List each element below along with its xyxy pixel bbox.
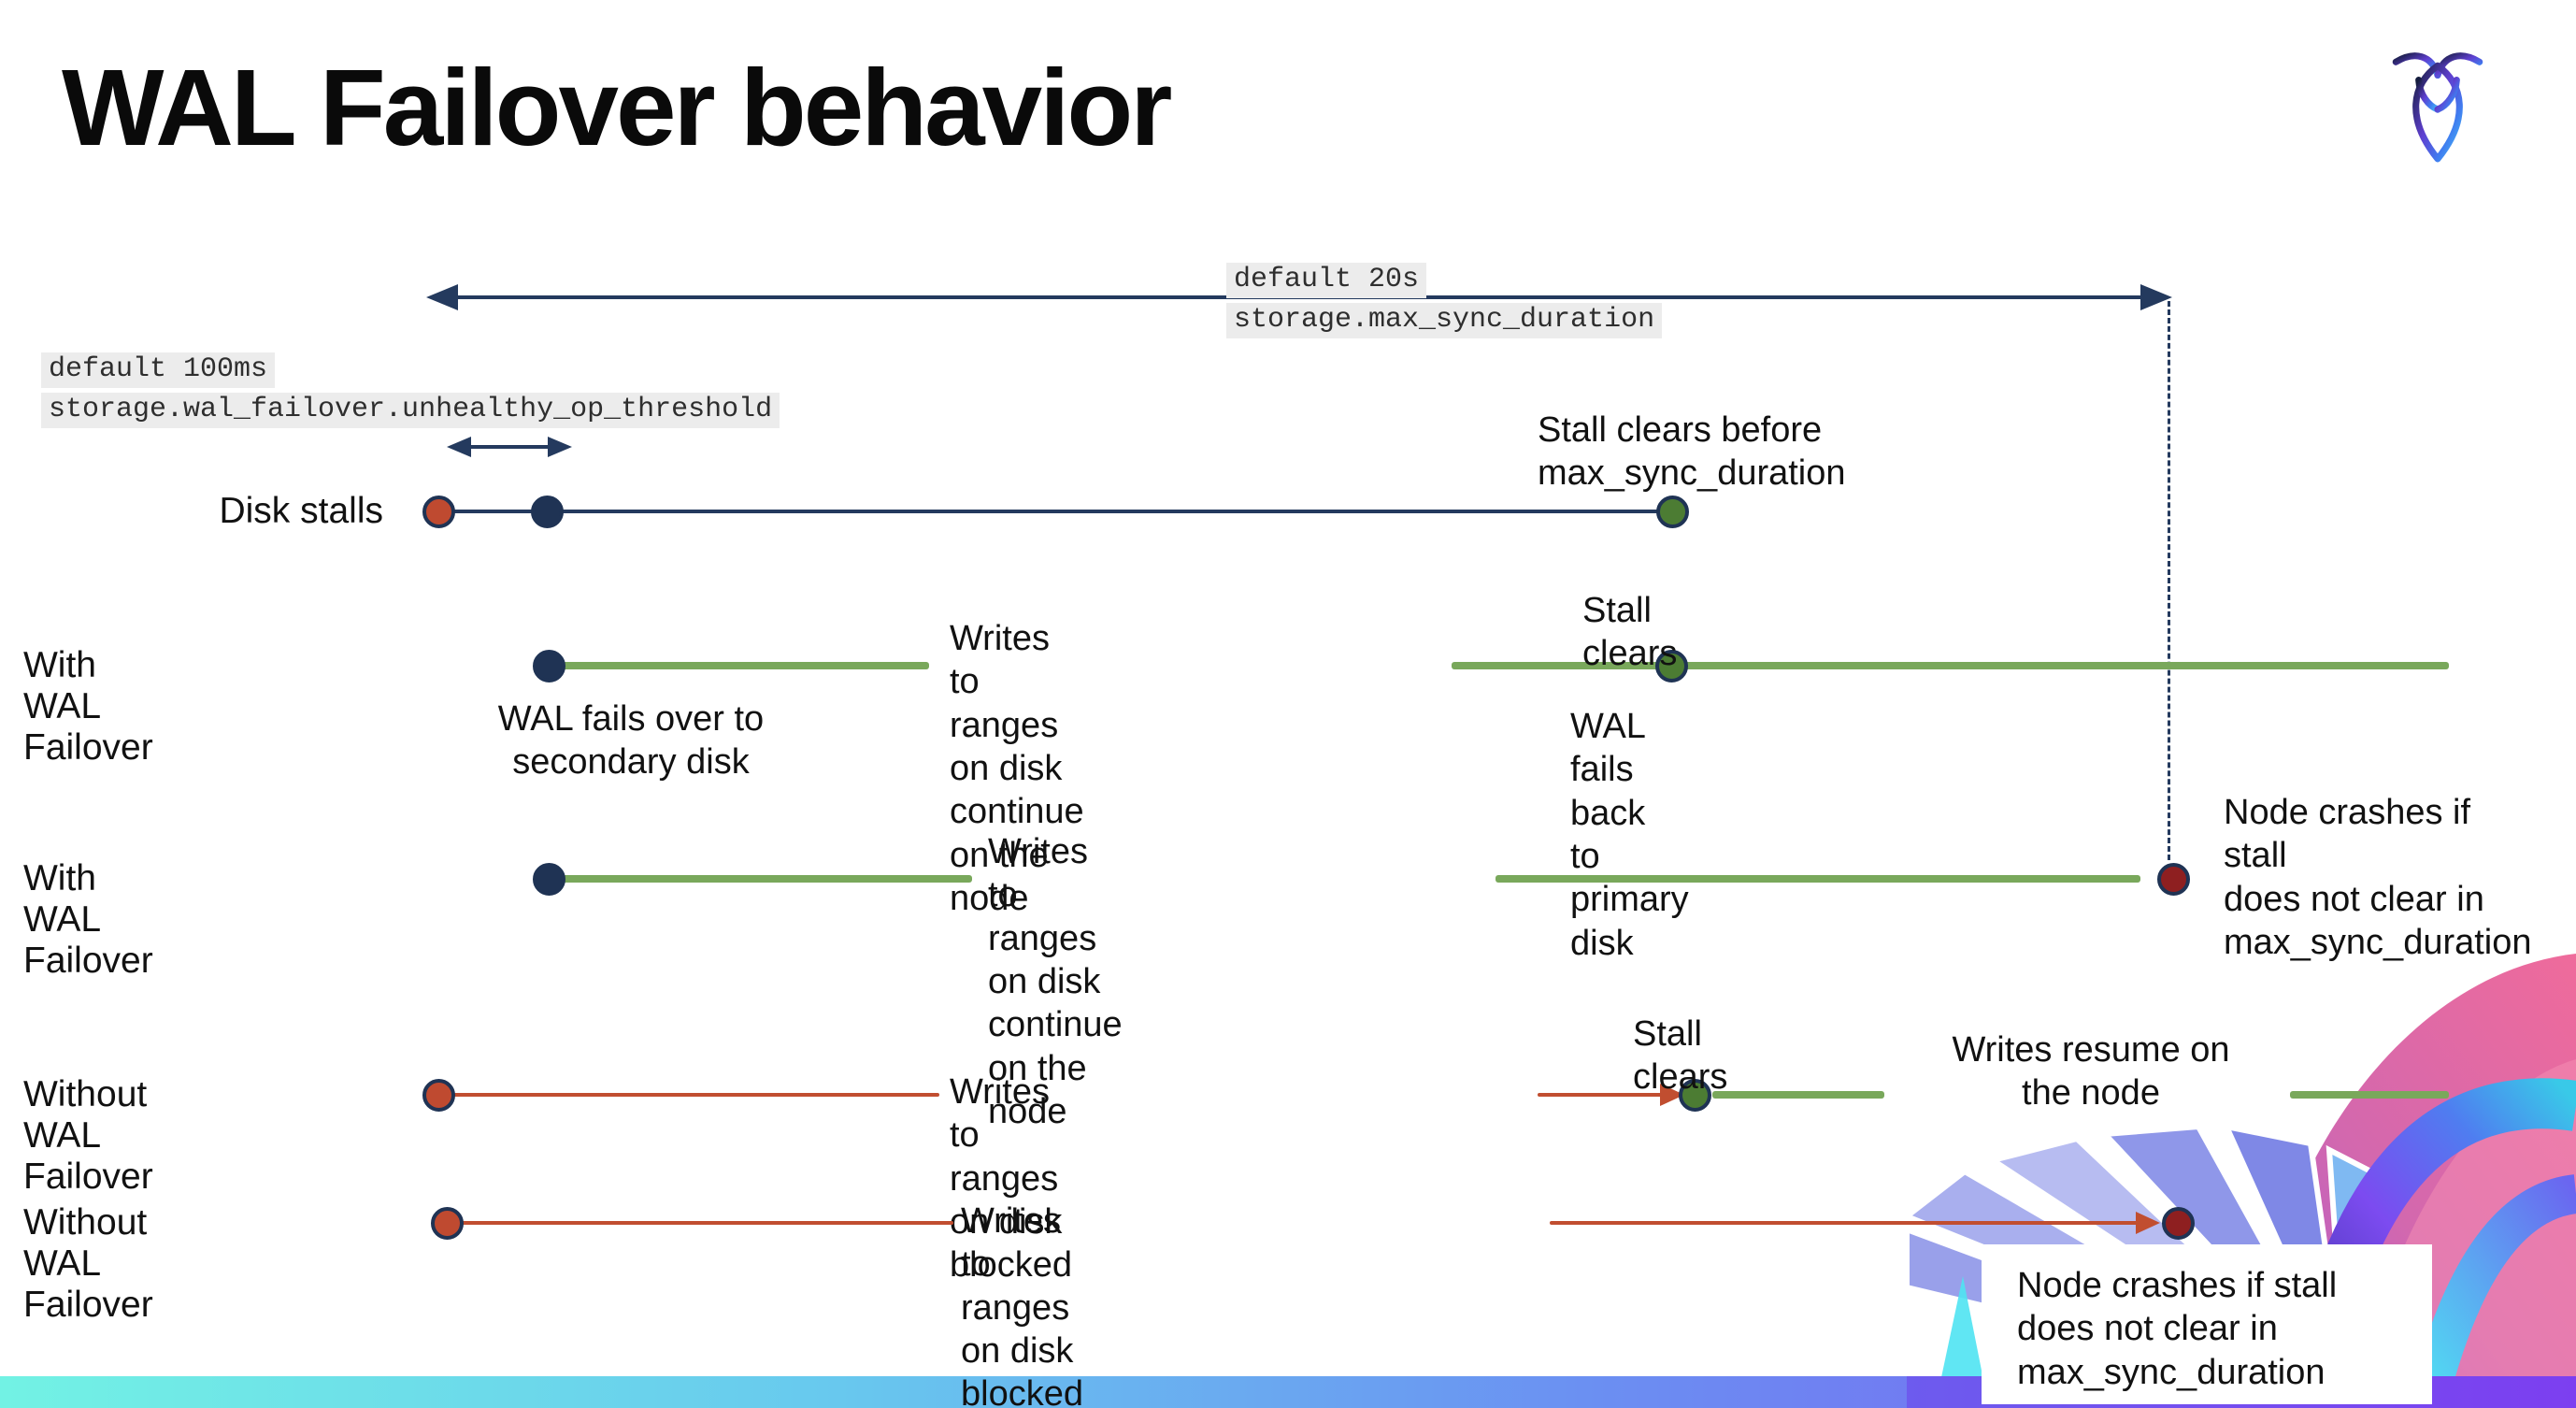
node-crash-dot: [2157, 863, 2190, 896]
writes-blocked-note: Writes to ranges on disk blocked: [950, 1072, 1082, 1286]
writes-resume-note: Writes resume on the node: [1952, 1030, 2230, 1113]
timeline-segment: [447, 1221, 953, 1225]
node-crash-note: Node crashes if stall does not clear in …: [2017, 1266, 2338, 1392]
arrowhead-right-icon: [2140, 284, 2172, 310]
timeline-segment: [1496, 875, 2140, 883]
timeline-segment: [1452, 662, 2449, 669]
stall-clears-note: Stall clears before max_sync_duration: [1538, 410, 1846, 494]
cockroachdb-logo-icon: [2392, 52, 2483, 163]
timeline-segment: [555, 662, 929, 669]
timeline-segment: [438, 1093, 939, 1097]
row-label: Disk stalls: [219, 491, 383, 531]
threshold-arrow-shaft: [467, 445, 551, 449]
failover-dot: [533, 863, 565, 896]
timeline-segment: [438, 510, 1672, 513]
timeline-segment: [1712, 1091, 1884, 1099]
arrowhead-left-icon: [426, 284, 458, 310]
stall-start-dot: [422, 1079, 455, 1112]
stall-start-dot: [431, 1207, 464, 1240]
row-label: Without WAL Failover: [23, 1202, 153, 1325]
node-crash-note-box: [1982, 1244, 2432, 1404]
threshold-dot: [531, 496, 564, 528]
node-crash-dot: [2162, 1207, 2195, 1240]
max-sync-deadline-dashed-line: [2168, 301, 2170, 860]
threshold-arrowhead-left-icon: [447, 437, 471, 457]
timeline-segment: [2290, 1091, 2449, 1099]
row-label: Without WAL Failover: [23, 1074, 153, 1197]
writes-continue-note: Writes to ranges on disk continue on the…: [950, 619, 1084, 919]
max-sync-default-label: default 20s: [1226, 263, 1427, 298]
timeline-segment: [555, 875, 972, 883]
stall-start-dot: [422, 496, 455, 528]
row-label: With WAL Failover: [23, 858, 153, 981]
stall-clears-dot: [1656, 496, 1689, 528]
row-label: With WAL Failover: [23, 645, 153, 768]
stall-clears-dot: [1679, 1079, 1711, 1112]
failover-note: WAL fails over to secondary disk: [497, 699, 765, 783]
stall-clears-dot: [1655, 650, 1688, 682]
red-arrowhead-icon: [2136, 1212, 2160, 1234]
failback-note: WAL fails back to primary disk: [1570, 707, 1689, 963]
unhealthy-setting-label: storage.wal_failover.unhealthy_op_thresh…: [41, 393, 780, 428]
stall-clears-label: Stall clears: [1582, 591, 1678, 674]
node-crash-note: Node crashes if stall does not clear in …: [2224, 793, 2532, 963]
max-sync-setting-label: storage.max_sync_duration: [1226, 303, 1663, 338]
unhealthy-default-label: default 100ms: [41, 352, 276, 388]
stall-clears-label: Stall clears: [1633, 1014, 1728, 1098]
timeline-segment: [1538, 1093, 1663, 1097]
writes-continue-note: Writes to ranges on disk continue on the…: [988, 832, 1123, 1132]
timeline-segment: [1550, 1221, 2139, 1225]
page-title: WAL Failover behavior: [62, 47, 1172, 168]
writes-blocked-note: Writes to ranges on disk blocked: [961, 1201, 1094, 1408]
threshold-arrowhead-right-icon: [548, 437, 572, 457]
failover-dot: [533, 650, 565, 682]
